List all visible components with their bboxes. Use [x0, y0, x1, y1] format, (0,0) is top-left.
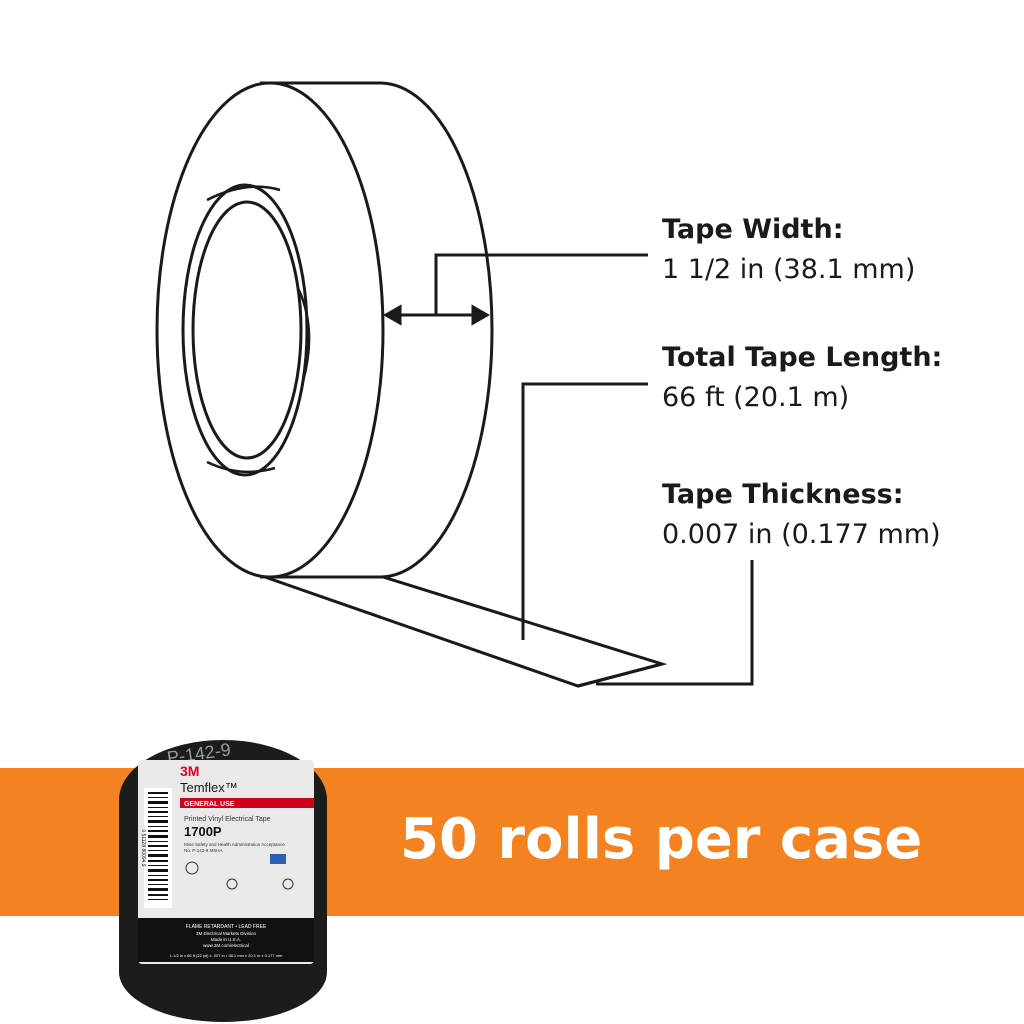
- tape-core-back-edge: [206, 185, 281, 202]
- tape-width-label: Tape Width:: [662, 214, 844, 245]
- tape-core-outer: [181, 183, 309, 477]
- length-leader-line: [521, 382, 648, 640]
- tape-roll-front-face: [155, 81, 385, 579]
- width-arrow-right: [471, 304, 491, 326]
- us-flag-icon: [270, 854, 286, 864]
- label-footer: [138, 918, 314, 962]
- tape-core-back-edge-2: [206, 460, 276, 474]
- product-origin: Made in U.S.A.: [211, 937, 241, 942]
- barcode: 0 51128 80094 9: [140, 788, 172, 908]
- brand-logo-3m: 3M: [180, 763, 199, 779]
- tape-thickness-value: 0.007 in (0.177 mm): [662, 519, 941, 550]
- product-division: 3M Electrical Markets Division: [196, 931, 257, 936]
- tape-length-value: 66 ft (20.1 m): [662, 382, 850, 413]
- thickness-leader-line: [596, 560, 754, 686]
- tape-thickness-label: Tape Thickness:: [662, 479, 904, 510]
- width-leader-line: [434, 253, 648, 315]
- product-photo: P-142-9 3M Temflex™ GENERAL USE Printed …: [119, 739, 327, 1022]
- category-strip: [180, 798, 314, 808]
- width-arrow-left: [382, 304, 402, 326]
- product-model: 1700P: [184, 824, 222, 839]
- tape-strip-edge: [577, 662, 663, 688]
- case-quantity-text: 50 rolls per case: [400, 807, 923, 872]
- certification-icon: [282, 878, 294, 890]
- product-label: [138, 760, 314, 964]
- ul-listed-icon: [185, 861, 199, 875]
- product-size: 1-1/2 in x 66 ft (22 yd) x .007 in • 38.…: [170, 953, 283, 958]
- product-features: FLAME RETARDANT • LEAD FREE: [186, 924, 267, 930]
- tape-length-label: Total Tape Length:: [662, 342, 943, 373]
- csa-icon: [226, 878, 238, 890]
- product-description: Printed Vinyl Electrical Tape: [184, 816, 271, 823]
- barcode-number: 0 51128 80094 9: [140, 829, 146, 866]
- tape-thickness-spec: Tape Thickness: 0.007 in (0.177 mm): [662, 475, 941, 555]
- tape-strip: [261, 574, 668, 688]
- product-url: www.3M.com/electrical: [203, 943, 249, 948]
- product-category: GENERAL USE: [184, 801, 235, 808]
- tape-core-inner: [191, 200, 303, 460]
- tape-width-spec: Tape Width: 1 1/2 in (38.1 mm): [662, 210, 915, 290]
- product-msha-number: No. P-142-9 MSHA: [184, 848, 223, 853]
- product-brand-name: Temflex™: [180, 780, 238, 795]
- tape-width-value: 1 1/2 in (38.1 mm): [662, 254, 916, 285]
- tape-core-hole-edge: [296, 287, 311, 386]
- product-msha: Mine Safety and Health Administration Ac…: [184, 842, 285, 847]
- tape-length-spec: Total Tape Length: 66 ft (20.1 m): [662, 338, 942, 418]
